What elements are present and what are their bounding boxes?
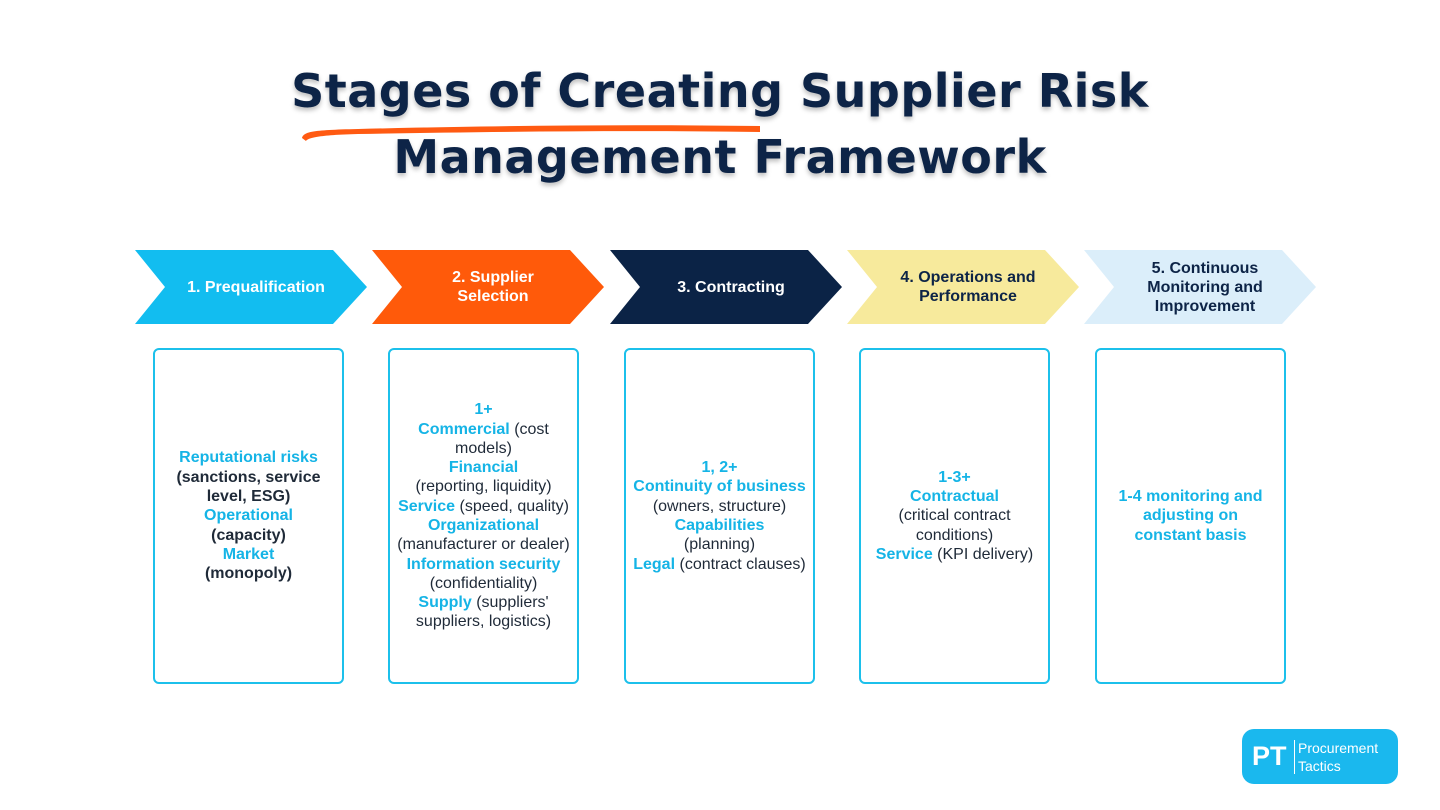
stage-3-prefix: 1, 2+	[701, 459, 738, 477]
logo-name-line-2: Tactics	[1298, 758, 1341, 774]
procurement-tactics-logo: PT Procurement Tactics	[1242, 729, 1398, 784]
risk-legal: Legal	[633, 555, 676, 573]
risk-market-detail: (monopoly)	[204, 565, 293, 583]
page-title: Stages of Creating Supplier Risk Managem…	[0, 58, 1440, 190]
logo-divider	[1294, 740, 1295, 774]
title-underline-stroke	[302, 125, 760, 141]
risk-continuity: Continuity of business	[633, 478, 806, 496]
stage-label-1: 1. Prequalification	[187, 278, 325, 296]
stage-3-content: 1, 2+ Continuity of business (owners, st…	[632, 458, 807, 574]
stage-4-content: 1-3+ Contractual (critical contract cond…	[867, 468, 1042, 564]
risk-continuity-detail: (owners, structure)	[652, 497, 787, 515]
stage-5-box: 1-4 monitoring and adjusting on constant…	[1095, 348, 1286, 684]
risk-legal-detail: (contract clauses)	[679, 555, 806, 573]
stage-3-box: 1, 2+ Continuity of business (owners, st…	[624, 348, 815, 684]
risk-reputational-detail: (sanctions, service level, ESG)	[176, 468, 321, 506]
risk-capabilities-detail: (planning)	[683, 536, 756, 554]
risk-organizational: Organizational	[427, 517, 540, 534]
risk-supply: Supply	[418, 594, 472, 612]
stage-label-4: 4. Operations and Performance	[900, 269, 1036, 305]
risk-service-kpi-detail: (KPI delivery)	[937, 545, 1034, 563]
stage-arrow-3: 3. Contracting	[610, 250, 842, 324]
risk-information-security-detail: (confidentiality)	[429, 574, 538, 592]
risk-market: Market	[222, 545, 275, 563]
stage-5-content: 1-4 monitoring and adjusting on constant…	[1103, 487, 1278, 545]
risk-contractual-detail: (critical contract conditions)	[898, 507, 1011, 544]
stage-arrow-5: 5. Continuous Monitoring and Improvement	[1084, 250, 1316, 324]
risk-capabilities: Capabilities	[674, 517, 765, 534]
title-line-2: Management Framework	[393, 130, 1047, 184]
risk-operational: Operational	[204, 507, 293, 525]
risk-service: Service	[398, 497, 456, 515]
stage-2-box: 1+ Commercial (cost models) Financial (r…	[388, 348, 579, 684]
monitoring-text: 1-4 monitoring and adjusting on constant…	[1118, 488, 1263, 544]
stage-label-3: 3. Contracting	[677, 278, 785, 296]
risk-commercial: Commercial	[418, 420, 510, 438]
stage-arrow-4: 4. Operations and Performance	[847, 250, 1079, 324]
risk-information-security: Information security	[406, 555, 561, 573]
risk-service-kpi: Service	[875, 545, 933, 563]
stage-1-box: Reputational risks (sanctions, service l…	[153, 348, 344, 684]
risk-supply-detail: (suppliers' suppliers, logistics)	[415, 594, 552, 631]
logo-initials: PT	[1252, 741, 1287, 771]
stage-arrow-1: 1. Prequalification	[135, 250, 367, 324]
risk-commercial-detail: (cost models)	[455, 420, 549, 457]
risk-financial-detail: (reporting, liquidity)	[415, 478, 552, 496]
risk-service-detail: (speed, quality)	[459, 497, 569, 515]
stage-arrow-2: 2. Supplier Selection	[372, 250, 604, 324]
logo-name: Procurement Tactics	[1298, 739, 1378, 775]
risk-contractual: Contractual	[910, 488, 999, 506]
risk-financial: Financial	[448, 459, 519, 477]
stage-2-content: 1+ Commercial (cost models) Financial (r…	[396, 400, 571, 632]
risk-reputational: Reputational risks	[179, 449, 318, 467]
stage-1-content: Reputational risks (sanctions, service l…	[161, 448, 336, 583]
stage-label-5: 5. Continuous Monitoring and Improvement	[1147, 259, 1263, 315]
stage-label-2: 2. Supplier Selection	[452, 269, 534, 305]
stage-4-prefix: 1-3+	[938, 468, 971, 486]
stage-2-prefix: 1+	[474, 401, 493, 419]
logo-name-line-1: Procurement	[1298, 740, 1379, 756]
title-line-1: Stages of Creating Supplier Risk	[291, 64, 1149, 118]
risk-operational-detail: (capacity)	[211, 526, 286, 544]
risk-organizational-detail: (manufacturer or dealer)	[397, 536, 570, 554]
stage-4-box: 1-3+ Contractual (critical contract cond…	[859, 348, 1050, 684]
